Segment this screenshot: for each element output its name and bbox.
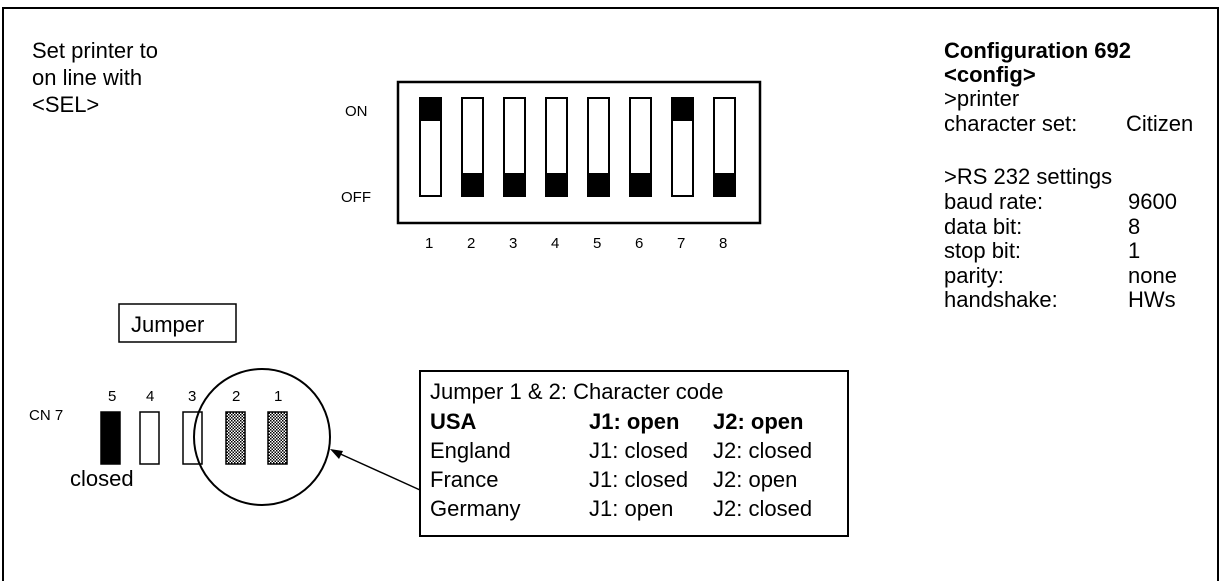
j1-state-usa: J1: open	[589, 409, 680, 434]
rs232-key-1: data bit:	[944, 213, 1023, 239]
rs232-key-3: parity:	[944, 262, 1004, 288]
dip-switch-number-1: 1	[425, 235, 434, 252]
j2-state-france: J2: open	[713, 467, 798, 492]
printer-setting-value: Citizen	[1126, 111, 1194, 136]
dip-switch-6-lever	[630, 173, 651, 196]
j2-state-germany: J2: closed	[713, 496, 813, 521]
instruction-line-1: Set printer to	[32, 38, 158, 63]
dip-switch-1-lever	[420, 98, 441, 121]
connector-label: CN 7	[29, 407, 64, 424]
dip-switch-number-8: 8	[719, 235, 728, 252]
j1-state-france: J1: closed	[589, 467, 689, 492]
jumper-pin-number-2: 2	[232, 388, 241, 405]
dip-switch-number-3: 3	[509, 235, 518, 252]
country-usa: USA	[430, 409, 477, 434]
dip-off-label: OFF	[341, 189, 371, 206]
pointer-arrow-line	[335, 451, 421, 491]
dip-switch-number-2: 2	[467, 235, 476, 252]
character-code-box	[419, 370, 849, 537]
dip-switch-number-6: 6	[635, 235, 644, 252]
dip-switch-8-lever	[714, 173, 735, 196]
magnifier-circle	[193, 368, 331, 506]
j2-state-usa: J2: open	[713, 409, 804, 434]
dip-switch-number-5: 5	[593, 235, 602, 252]
jumper-pin-number-4: 4	[146, 388, 155, 405]
config-title: Configuration 692	[944, 38, 1132, 63]
jumper-label: Jumper	[131, 312, 205, 337]
dip-switch-5-lever	[588, 173, 609, 196]
printer-header: >printer	[944, 86, 1020, 111]
instruction-line-2: on line with	[32, 65, 143, 90]
dip-on-label: ON	[345, 103, 368, 120]
jumper-pin-3	[182, 411, 203, 465]
j2-state-england: J2: closed	[713, 438, 813, 463]
dip-switch-housing	[396, 80, 762, 225]
rs232-value-1: 8	[1128, 213, 1141, 239]
jumper-pin-2	[225, 411, 246, 465]
dip-switch-number-7: 7	[677, 235, 686, 252]
country-germany: Germany	[430, 496, 521, 521]
dip-switch-7-lever	[672, 98, 693, 121]
rs232-value-4: HWs	[1128, 287, 1176, 312]
dip-switch-4-lever	[546, 173, 567, 196]
pointer-arrow-head	[330, 449, 343, 459]
jumper-label-box	[118, 303, 237, 343]
dip-switch-3-lever	[504, 173, 525, 196]
config-subtitle: <config>	[944, 62, 1036, 87]
character-code-title: Jumper 1 & 2: Character code	[430, 379, 724, 404]
jumper-pin-5	[100, 411, 121, 465]
rs232-key-4: handshake:	[944, 287, 1058, 312]
rs232-key-0: baud rate:	[944, 189, 1044, 214]
rs232-header: >RS 232 settings	[944, 164, 1113, 189]
jumper-pin-number-3: 3	[188, 388, 197, 405]
jumper-pin-number-5: 5	[108, 388, 117, 405]
rs232-value-3: none	[1128, 262, 1177, 288]
instruction-line-3: <SEL>	[32, 92, 100, 117]
rs232-value-2: 1	[1128, 238, 1141, 263]
dip-switch-2-lever	[462, 173, 483, 196]
jumper-pin-1	[267, 411, 288, 465]
country-england: England	[430, 438, 511, 463]
rs232-key-2: stop bit:	[944, 238, 1022, 263]
country-france: France	[430, 467, 499, 492]
diagram-frame	[2, 7, 1219, 581]
printer-setting-key: character set:	[944, 111, 1078, 136]
jumper-pin-4	[139, 411, 160, 465]
j1-state-germany: J1: open	[589, 496, 674, 521]
jumper-pin-number-1: 1	[274, 388, 283, 405]
rs232-value-0: 9600	[1128, 189, 1177, 214]
j1-state-england: J1: closed	[589, 438, 689, 463]
dip-switch-number-4: 4	[551, 235, 560, 252]
closed-label: closed	[70, 466, 134, 491]
